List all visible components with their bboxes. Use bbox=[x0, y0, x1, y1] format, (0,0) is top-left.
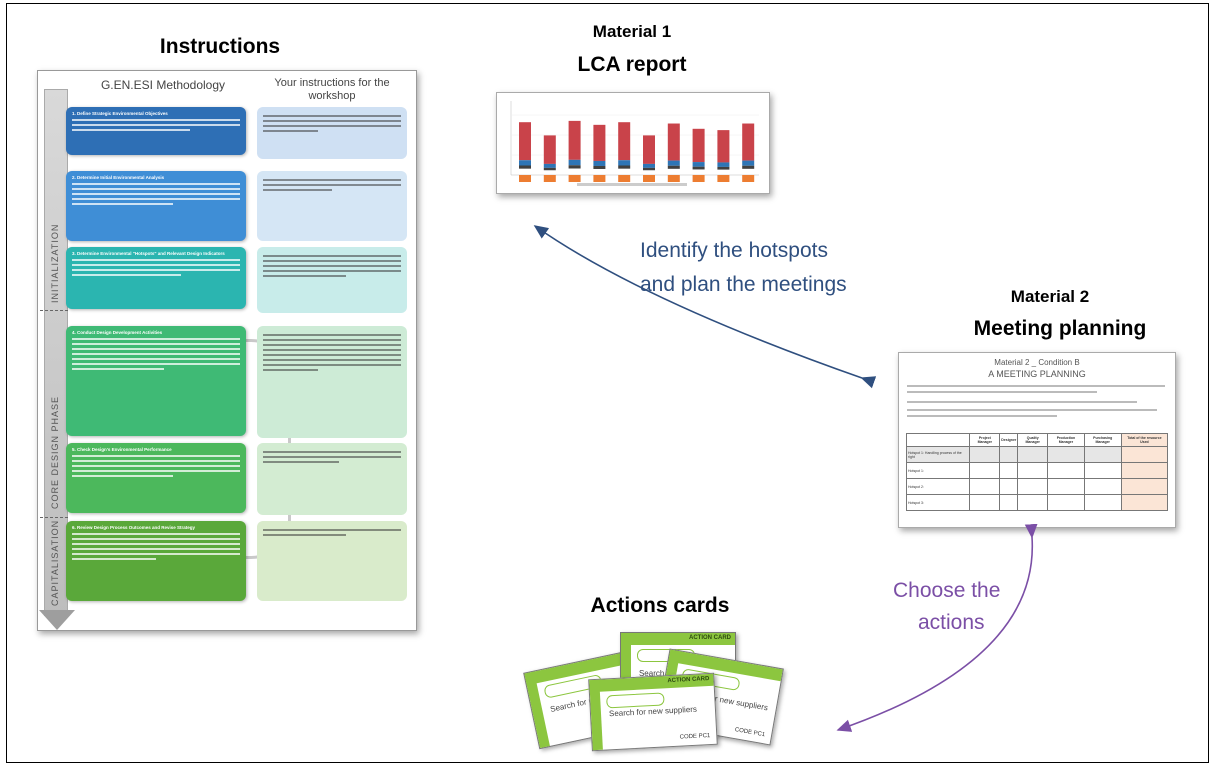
choose-arrow-label-line1: Choose the bbox=[893, 579, 1001, 602]
lca-bar-negative-segment bbox=[568, 175, 581, 182]
choose-actions-arrow bbox=[836, 523, 1038, 732]
lca-bar-segment bbox=[568, 159, 581, 166]
meeting-planning-table: Project Manager Designer Quality Manager… bbox=[905, 433, 1169, 511]
lca-bar-segment bbox=[618, 165, 631, 169]
lca-bar-segment bbox=[667, 160, 680, 166]
phase-separator bbox=[40, 517, 68, 518]
lca-bar-segment bbox=[643, 135, 655, 164]
lca-bar-segment bbox=[742, 165, 755, 169]
lca-bar-segment bbox=[717, 130, 730, 163]
lca-bar-segment bbox=[543, 135, 556, 164]
lca-bar-negative-segment bbox=[692, 175, 705, 182]
lca-bar-segment bbox=[519, 165, 531, 169]
lca-bar-segment bbox=[643, 163, 655, 168]
hotspots-arrow bbox=[533, 225, 877, 389]
hotspots-arrow-label-line2: and plan the meetings bbox=[640, 273, 847, 296]
lca-bar-segment bbox=[618, 122, 631, 161]
workshop-column-title-line1: Your instructions for the bbox=[274, 77, 390, 89]
lca-bar-segment bbox=[667, 123, 680, 161]
step-2: 2. Determine Initial Environmental Analy… bbox=[66, 171, 246, 241]
instruction-box-5 bbox=[257, 443, 407, 515]
phase-arrow bbox=[39, 610, 75, 630]
lca-bar-segment bbox=[543, 167, 556, 171]
lca-bar-negative-segment bbox=[667, 175, 680, 182]
hotspots-arrow-label-line1: Identify the hotspots bbox=[640, 239, 828, 262]
lca-bar-segment bbox=[667, 165, 680, 169]
lca-bar-negative-segment bbox=[593, 175, 606, 182]
instructions-document: G.EN.ESI Methodology Your instructions f… bbox=[37, 70, 417, 631]
lca-bar-segment bbox=[519, 160, 531, 166]
step-4: 4. Conduct Design Development Activities bbox=[66, 326, 246, 436]
lca-bar-segment bbox=[692, 166, 705, 170]
lca-chart bbox=[510, 101, 759, 186]
methodology-column-title: G.EN.ESI Methodology bbox=[100, 78, 226, 92]
lca-bar-segment bbox=[717, 162, 730, 167]
lca-bar-segment bbox=[519, 122, 531, 161]
workshop-column-title-line2: workshop bbox=[308, 90, 356, 102]
lca-bar-negative-segment bbox=[717, 175, 730, 182]
instruction-box-6 bbox=[257, 521, 407, 601]
lca-bar-segment bbox=[742, 123, 755, 161]
lca-bar-negative-segment bbox=[618, 175, 631, 182]
lca-bar-segment bbox=[568, 120, 581, 160]
instruction-box-1 bbox=[257, 107, 407, 159]
lca-bar-segment bbox=[593, 124, 606, 161]
lca-bar-segment bbox=[692, 128, 705, 163]
lca-bar-negative-segment bbox=[519, 175, 531, 182]
lca-bar-segment bbox=[618, 160, 631, 166]
step-1: 1. Define Strategic Environmental Object… bbox=[66, 107, 246, 155]
instruction-box-4 bbox=[257, 326, 407, 438]
meeting-planning-thumbnail: Material 2 _ Condition B A meeting plann… bbox=[898, 352, 1176, 528]
actions-cards-heading: Actions cards bbox=[590, 594, 730, 617]
lca-bar-negative-segment bbox=[742, 175, 755, 182]
material2-title: Material 2 bbox=[1010, 287, 1090, 306]
lca-bar-segment bbox=[543, 163, 556, 168]
phase-separator bbox=[40, 310, 68, 311]
lca-bar-negative-segment bbox=[643, 175, 655, 182]
meeting-planning-doc-subtitle: A meeting planning bbox=[988, 369, 1086, 379]
lca-bar-segment bbox=[692, 162, 705, 167]
lca-bar-segment bbox=[593, 160, 606, 166]
lca-bar-segment bbox=[742, 160, 755, 166]
meeting-planning-doc-title: Material 2 _ Condition B bbox=[994, 358, 1080, 367]
step-5: 5. Check Design's Environmental Performa… bbox=[66, 443, 246, 513]
lca-bar-segment bbox=[717, 166, 730, 170]
instructions-heading: Instructions bbox=[159, 35, 281, 58]
lca-report-thumbnail bbox=[496, 92, 770, 194]
lca-bar-negative-segment bbox=[543, 175, 556, 182]
lca-bar-segment bbox=[593, 165, 606, 169]
material1-title: Material 1 bbox=[592, 22, 672, 41]
choose-arrow-label-line2: actions bbox=[918, 611, 985, 634]
lca-bar-segment bbox=[568, 165, 581, 169]
material2-subtitle: Meeting planning bbox=[973, 317, 1147, 340]
lca-bar-segment bbox=[643, 167, 655, 171]
step-3: 3. Determine Environmental "Hotspots" an… bbox=[66, 247, 246, 309]
instruction-box-2 bbox=[257, 171, 407, 241]
instruction-box-3 bbox=[257, 247, 407, 313]
material1-subtitle: LCA report bbox=[577, 53, 687, 76]
step-6: 6. Review Design Process Outcomes and Re… bbox=[66, 521, 246, 601]
